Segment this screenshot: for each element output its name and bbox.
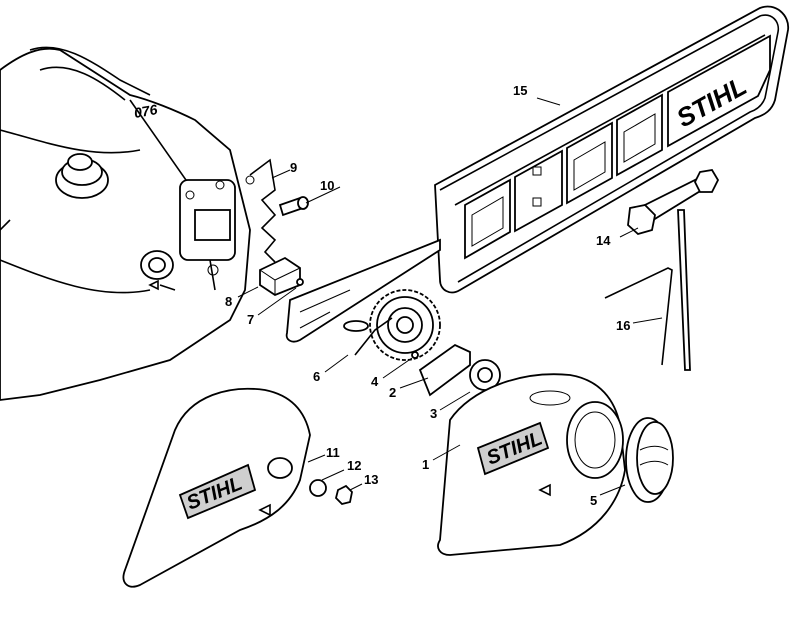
sprocket-cover-main: STIHL: [437, 373, 626, 556]
washer-12: [309, 479, 327, 497]
combination-wrench: [627, 169, 720, 371]
callout-13: 13: [364, 472, 378, 487]
callout-12: 12: [347, 458, 361, 473]
callout-9: 9: [290, 160, 297, 175]
callout-1: 1: [422, 457, 429, 472]
washer-plate: [418, 343, 471, 397]
callout-16: 16: [616, 318, 630, 333]
side-knob: [625, 417, 674, 503]
callout-6: 6: [313, 369, 320, 384]
model-mark: 076: [133, 101, 159, 121]
callout-2: 2: [389, 385, 396, 400]
callout-15: 15: [513, 83, 527, 98]
callout-10: 10: [320, 178, 334, 193]
small-screw: [296, 278, 304, 286]
screw-4: [411, 351, 419, 359]
tensioner-spring: [245, 158, 277, 263]
adjust-screw: [278, 196, 309, 217]
callout-5: 5: [590, 493, 597, 508]
callout-3: 3: [430, 406, 437, 421]
nut-13: [335, 484, 353, 505]
bar-scabbard: STIHL: [434, 5, 789, 294]
callout-7: 7: [247, 312, 254, 327]
callout-8: 8: [225, 294, 232, 309]
callout-labels: 15 10 9 14 8 7 6 4 2 3 1 5 11 12 13 16: [225, 83, 630, 508]
callout-14: 14: [596, 233, 611, 248]
leader-lines: [237, 97, 663, 496]
hex-key: [604, 267, 673, 366]
callout-4: 4: [371, 374, 379, 389]
callout-11: 11: [326, 445, 340, 460]
sprocket-cover-alt: STIHL: [122, 387, 311, 588]
guide-bar: [285, 238, 441, 343]
tensioning-knob: [469, 359, 501, 391]
saw-body: 076: [0, 46, 251, 401]
chain-catcher: [259, 256, 301, 297]
sprocket: [343, 289, 441, 361]
